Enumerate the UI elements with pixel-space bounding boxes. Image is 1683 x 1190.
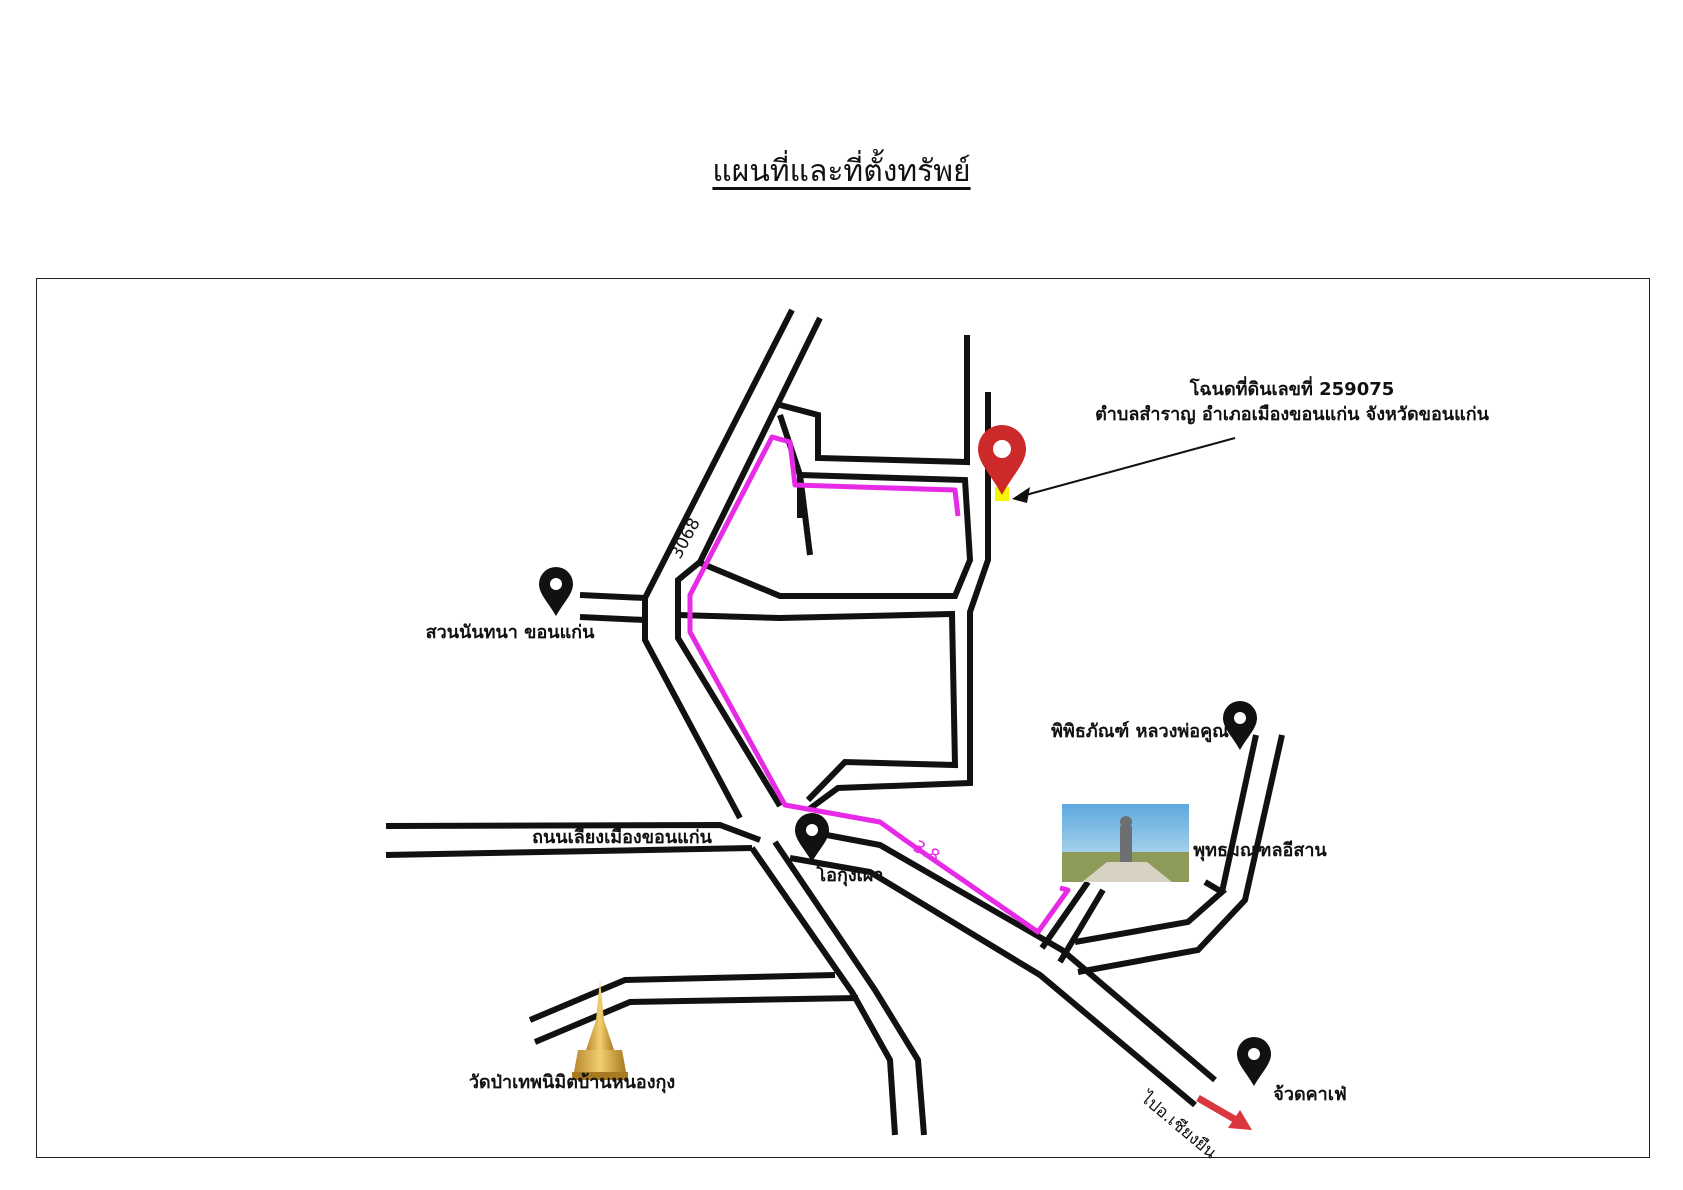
road-temple-top [528, 972, 836, 1023]
cafe-label: จ้วดคาเฟ่ [1273, 1084, 1346, 1105]
road-southeast-bottom [789, 855, 1197, 1108]
road-buddha-east-bottom [1077, 734, 1285, 975]
deed-pointer-arrow [1012, 437, 1236, 503]
ring-road-bottom [385, 845, 753, 858]
black-location-pin-icon-park[interactable] [539, 567, 573, 616]
road-buddha-access-a [1039, 880, 1091, 950]
deed-location-label: ตำบลสำราญ อำเภอเมืองขอนแก่น จังหวัดขอนแก… [1095, 404, 1489, 425]
direction-label: ไปอ.เชียงยืน [1135, 1086, 1221, 1163]
red-location-pin-icon[interactable] [978, 425, 1026, 495]
shrimp-label: โอกุ้งเผา [816, 864, 884, 887]
museum-label: พิพิธภัณฑ์ หลวงพ่อคูณ [1051, 720, 1229, 743]
black-location-pin-icon-museum[interactable] [1223, 701, 1257, 750]
road-3068-edge-left [642, 308, 795, 820]
road-southeast-top [799, 827, 1217, 1083]
route-line [687, 434, 1071, 935]
road-upper-loop-inner [696, 471, 974, 599]
black-location-pin-icon-shrimp[interactable] [795, 813, 829, 862]
deed-number-label: โฉนดที่ดินเลขที่ 259075 [1189, 376, 1395, 400]
road-park-spur-top [579, 592, 646, 601]
road-temple-bottom [533, 995, 859, 1045]
road-buddha-east-top [1074, 879, 1228, 945]
ring-road-top [385, 821, 762, 843]
road-3068-edge-right [675, 316, 823, 808]
black-location-pin-icon-cafe[interactable] [1237, 1037, 1271, 1086]
ring-road-label: ถนนเลี่ยงเมืองขอนแก่น [532, 824, 713, 848]
buddha-park-label: พุทธมณฑลอีสาน [1193, 840, 1327, 862]
road-upper-loop-outer [779, 335, 970, 466]
road-south-left [749, 846, 898, 1136]
temple-label: วัดป่าเทพนิมิตบ้านหนองกุง [469, 1072, 675, 1094]
direction-arrow-icon [1196, 1094, 1252, 1130]
road-buddha-access-b [1057, 888, 1106, 964]
road-upper-left-stub [797, 474, 813, 556]
buddha-statue-photo-icon [1062, 804, 1189, 882]
road-south-right [772, 840, 927, 1136]
road-middle-block [677, 610, 959, 803]
map-frame [36, 278, 1650, 1158]
road-museum-north [1219, 734, 1259, 893]
page-title: แผนที่และที่ตั้งทรัพย์ [712, 154, 971, 189]
park-label: สวนนันทนา ขอนแก่น [426, 622, 595, 643]
road-park-spur-bottom [579, 614, 646, 623]
road-upper-east [806, 392, 991, 813]
golden-stupa-icon [572, 980, 628, 1080]
road-network [385, 308, 1285, 1136]
